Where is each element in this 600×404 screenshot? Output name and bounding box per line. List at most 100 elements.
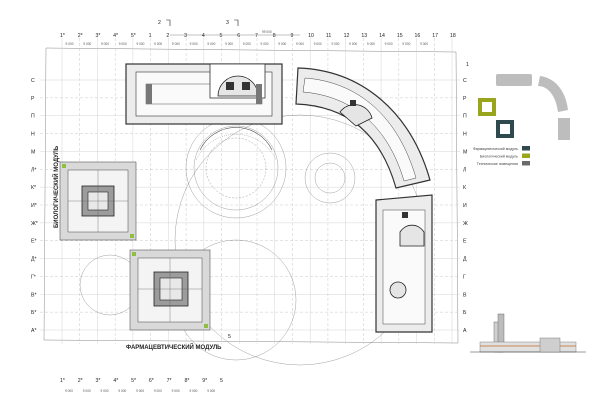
axis-left-label: С bbox=[31, 78, 35, 84]
axis-bottom-label: 2* bbox=[78, 378, 83, 384]
dimension-value-bottom: 9 000 bbox=[154, 389, 162, 393]
dimension-value-top: 9 000 bbox=[367, 42, 375, 46]
dimension-row-bottom: 9 000 9 000 9 000 9 000 9 000 9 000 9 000 9 000… bbox=[65, 389, 215, 393]
dimension-value-top: 9 000 bbox=[66, 42, 74, 46]
axis-labels-bottom: 1*2*3*4*5*6*7*8*9*5 bbox=[60, 378, 223, 384]
section-mark-3: 3 bbox=[226, 20, 229, 26]
section-arrow-3 bbox=[234, 19, 239, 26]
dimension-value-top: 9 000 bbox=[119, 42, 127, 46]
axis-right-label: Л bbox=[463, 167, 466, 173]
pharmaceutical-module-block bbox=[129, 249, 211, 331]
dimension-value-top: 9 000 bbox=[225, 42, 233, 46]
axis-left-label: Г* bbox=[31, 274, 36, 280]
legend-label: Биологический модуль bbox=[480, 155, 518, 159]
dimension-value-top: 9 000 bbox=[172, 42, 180, 46]
axis-right-label: Н bbox=[463, 132, 467, 138]
axis-bottom-label: 8* bbox=[184, 378, 189, 384]
axis-right-label: В bbox=[463, 292, 467, 298]
axis-right-label: С bbox=[463, 78, 467, 84]
legend-swatch bbox=[522, 153, 530, 158]
axis-top-label: 2* bbox=[78, 33, 83, 39]
axis-top-label: 3* bbox=[95, 33, 100, 39]
dimension-value-bottom: 9 000 bbox=[101, 389, 109, 393]
dimension-value-top: 9 000 bbox=[296, 42, 304, 46]
dimension-value-top: 9 000 bbox=[243, 42, 251, 46]
axis-right-label: Ж bbox=[463, 221, 468, 227]
dimension-value-top: 9 000 bbox=[207, 42, 215, 46]
dimension-value-bottom: 9 000 bbox=[189, 389, 197, 393]
elevation-thumbnail bbox=[470, 313, 586, 353]
axis-left-label: И* bbox=[31, 203, 37, 209]
axis-left-label: П bbox=[31, 114, 35, 120]
dimension-value-bottom: 9 000 bbox=[118, 389, 126, 393]
section-mark-1: 1 bbox=[466, 62, 469, 68]
axis-right-label: И bbox=[463, 203, 467, 209]
axis-bottom-label: 9* bbox=[202, 378, 207, 384]
dimension-value-top: 9 000 bbox=[331, 42, 339, 46]
axis-top-label: 14 bbox=[379, 33, 385, 39]
axis-top-label: 4* bbox=[113, 33, 118, 39]
axis-right-label: Б bbox=[463, 310, 467, 316]
axis-left-label: Л* bbox=[31, 167, 36, 173]
section-mark-2: 2 bbox=[158, 20, 161, 26]
axis-left-label: К* bbox=[31, 185, 36, 191]
dimension-value-top: 9 000 bbox=[385, 42, 393, 46]
axis-top-label: 7 bbox=[255, 33, 258, 39]
axis-bottom-label: 5 bbox=[220, 378, 223, 384]
axis-top-label: 11 bbox=[326, 33, 331, 39]
site-boundary bbox=[43, 47, 459, 344]
axis-left-label: А* bbox=[31, 328, 36, 334]
dimension-value-top: 9 000 bbox=[261, 42, 269, 46]
legend-label: Технические помещения bbox=[477, 162, 518, 166]
axis-top-label: 10 bbox=[308, 33, 314, 39]
axis-bottom-label: 1* bbox=[60, 378, 65, 384]
dimension-value-bottom: 9 000 bbox=[172, 389, 180, 393]
axis-left-label: М bbox=[31, 149, 35, 155]
axis-right-label: Е bbox=[463, 239, 467, 245]
axis-top-label: 13 bbox=[361, 33, 367, 39]
curved-building-north bbox=[295, 67, 431, 189]
axis-top-label: 9 bbox=[290, 33, 293, 39]
axis-top-label: 18 bbox=[450, 33, 456, 39]
biological-module-block bbox=[59, 161, 137, 241]
bio-module-label: БИОЛОГИЧЕСКИЙ МОДУЛЬ bbox=[52, 145, 60, 228]
axis-right-label: Р bbox=[463, 96, 467, 102]
axis-left-label: Б* bbox=[31, 310, 36, 316]
axis-top-label: 2 bbox=[166, 33, 169, 39]
legend-massing-diagram bbox=[478, 74, 570, 140]
pharma-module-label: ФАРМАЦЕВТИЧЕСКИЙ МОДУЛЬ bbox=[126, 343, 222, 351]
axis-right-label: А bbox=[463, 328, 467, 334]
dimension-value-bottom: 9 000 bbox=[83, 389, 91, 393]
legend-swatch bbox=[522, 146, 530, 151]
axis-left-label: В* bbox=[31, 292, 36, 298]
axis-top-label: 16 bbox=[415, 33, 421, 39]
dimension-value-top: 9 000 bbox=[349, 42, 357, 46]
dimension-value-top: 9 000 bbox=[314, 42, 322, 46]
dimension-value-top: 9 000 bbox=[101, 42, 109, 46]
axis-left-label: Е* bbox=[31, 239, 36, 245]
dimension-value-top: 9 000 bbox=[136, 42, 144, 46]
dimension-value-bottom: 9 000 bbox=[136, 389, 144, 393]
axis-top-label: 5 bbox=[220, 33, 223, 39]
axis-top-label: 4 bbox=[202, 33, 205, 39]
axis-left-label: Н bbox=[31, 132, 35, 138]
axis-right-label: Д bbox=[463, 257, 467, 263]
axis-top-label: 17 bbox=[432, 33, 438, 39]
axis-top-label: 6 bbox=[237, 33, 240, 39]
axis-bottom-label: 6* bbox=[149, 378, 154, 384]
axis-right-label: М bbox=[463, 149, 467, 155]
axis-right-label: Г bbox=[463, 274, 466, 280]
axis-top-label: 1* bbox=[60, 33, 65, 39]
axis-top-label: 8 bbox=[273, 33, 276, 39]
axis-right-label: К bbox=[463, 185, 466, 191]
dimension-value-top: 9 000 bbox=[83, 42, 91, 46]
axis-bottom-label: 7* bbox=[167, 378, 172, 384]
dimension-value-bottom: 9 000 bbox=[207, 389, 215, 393]
axis-bottom-label: 4* bbox=[113, 378, 118, 384]
axis-left-label: Д* bbox=[31, 257, 37, 263]
dimension-value-bottom: 9 000 bbox=[65, 389, 73, 393]
